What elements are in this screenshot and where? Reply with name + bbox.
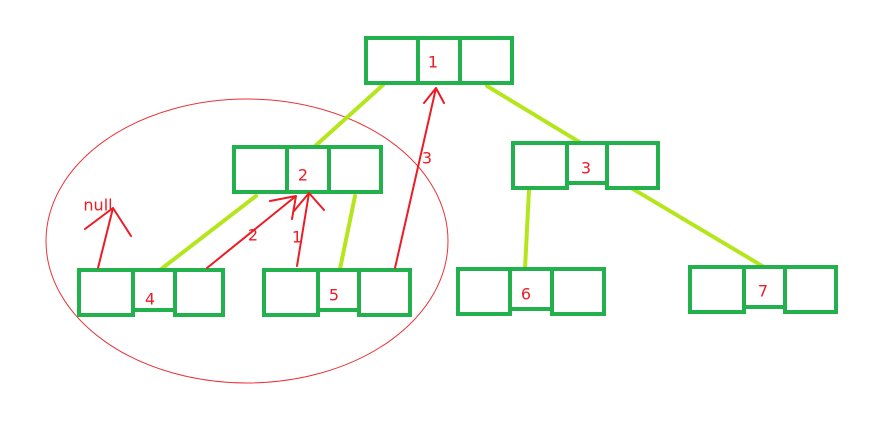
node-2-value-cell: [285, 145, 331, 194]
null-pointer-arrow: [84, 207, 132, 269]
node-2-left-cell: [232, 145, 289, 194]
tree-node-4: 4: [77, 268, 225, 317]
edge-1-3: [485, 84, 583, 145]
pointer-arrows: [84, 87, 445, 269]
node-2-label: 2: [298, 166, 308, 185]
node-1-left-cell: [364, 36, 420, 85]
node-1-value-cell: [416, 36, 462, 85]
node-2-right-cell: [327, 145, 383, 194]
node-7-label: 7: [758, 282, 768, 301]
node-7-right-cell: [783, 265, 838, 314]
node-4-right-cell: [173, 268, 225, 317]
node-1-label: 1: [428, 53, 438, 72]
node-5-right-cell: [357, 268, 412, 317]
node-5-label: 5: [329, 286, 339, 305]
tree-node-3: 3: [511, 141, 660, 190]
edge-3-6: [523, 188, 531, 271]
pointer-arrow-step-1: [293, 192, 325, 267]
node-3-value-cell: [565, 141, 609, 185]
edge-1-2: [311, 83, 385, 150]
node-3-right-cell: [605, 141, 660, 190]
node-5-value-cell: [316, 268, 361, 312]
node-4-label: 4: [145, 290, 155, 309]
pointer-step-2-label: 2: [248, 226, 258, 245]
pointer-step-3-label: 3: [422, 149, 432, 168]
tree-edges: [158, 83, 766, 272]
pointer-arrow-step-3: [394, 87, 445, 269]
edge-2-5: [338, 194, 357, 271]
edge-2-4: [158, 194, 258, 272]
node-4-left-cell: [77, 268, 135, 317]
tree-node-2: 2: [232, 145, 383, 194]
tree-node-5: 5: [262, 268, 412, 317]
null-label: null: [83, 196, 112, 215]
node-6-value-cell: [508, 267, 554, 311]
node-3-label: 3: [581, 159, 591, 178]
tree-node-1: 1: [364, 36, 514, 85]
node-7-left-cell: [688, 265, 746, 314]
subtree-highlight-ellipse: [45, 98, 449, 384]
node-6-right-cell: [550, 267, 606, 316]
tree-node-6: 6: [456, 267, 606, 316]
node-3-left-cell: [511, 141, 569, 190]
node-6-left-cell: [456, 267, 512, 316]
node-5-left-cell: [262, 268, 320, 317]
pointer-step-1-label: 1: [292, 228, 302, 247]
edge-3-7: [631, 187, 766, 269]
node-1-right-cell: [458, 36, 514, 85]
node-6-label: 6: [521, 285, 531, 304]
tree-node-7: 7: [688, 265, 838, 314]
